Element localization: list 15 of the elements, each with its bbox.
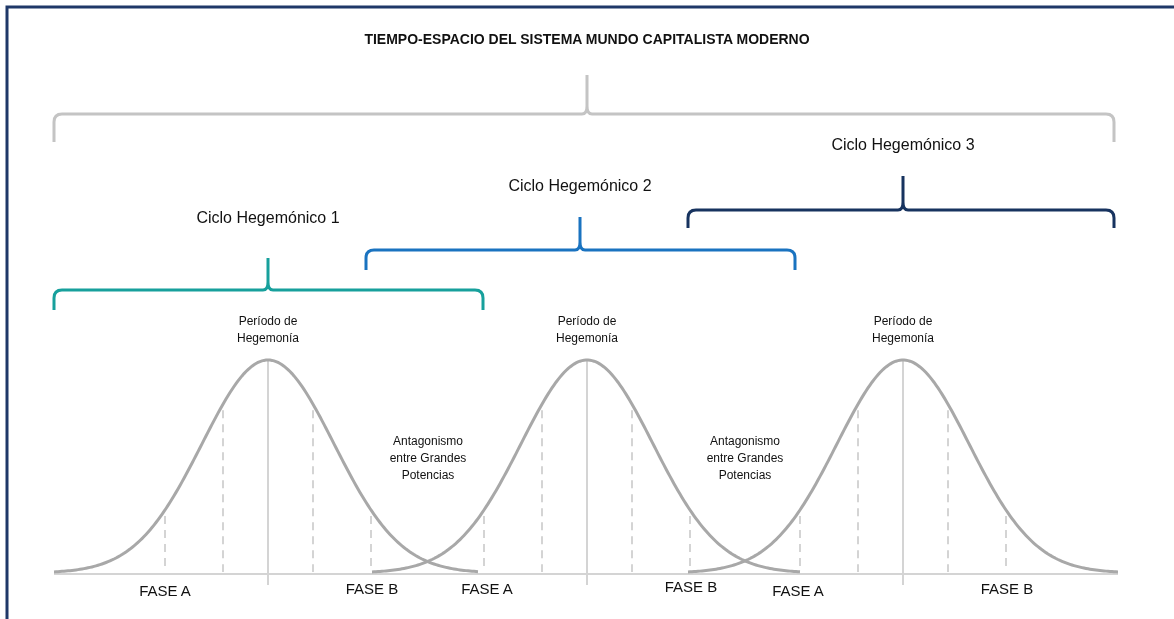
cycle-label: Ciclo Hegemónico 1 (196, 208, 340, 228)
peak-label: Período de Hegemonía (554, 313, 619, 347)
phase-label: FASE B (980, 580, 1034, 598)
peak-label: Período de Hegemonía (870, 313, 935, 347)
phase-label: FASE A (772, 582, 824, 600)
phase-label: FASE B (664, 578, 718, 596)
diagram-title: TIEMPO-ESPACIO DEL SISTEMA MUNDO CAPITALISTA MODERNO (363, 31, 811, 47)
phase-label: FASE B (345, 580, 399, 598)
phase-label: FASE A (139, 582, 191, 600)
phase-label: FASE A (461, 580, 513, 598)
cycle-label: Ciclo Hegemónico 3 (831, 135, 975, 155)
overlap-label: Antagonismo entre Grandes Potencias (388, 433, 468, 484)
peak-label: Período de Hegemonía (235, 313, 300, 347)
overlap-label: Antagonismo entre Grandes Potencias (705, 433, 785, 484)
cycle-label: Ciclo Hegemónico 2 (508, 176, 652, 196)
